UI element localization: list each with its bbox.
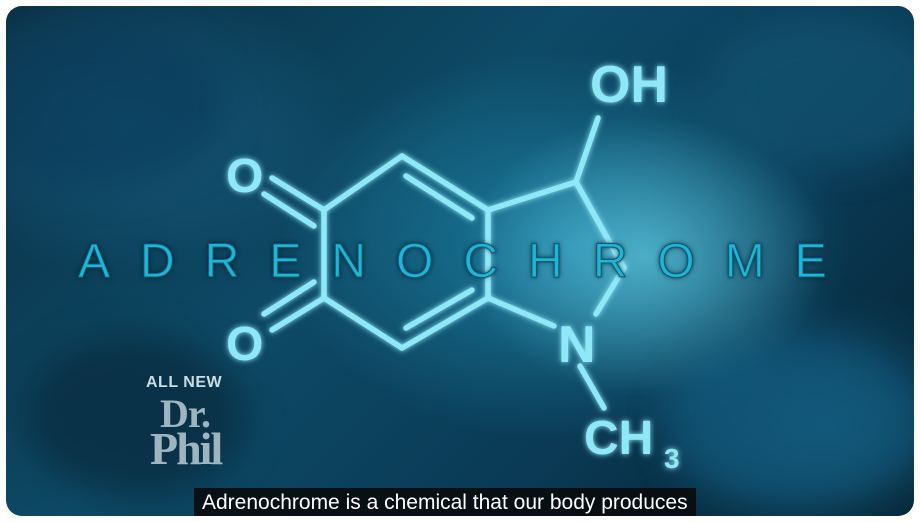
logo-tagline: ALL NEW — [146, 374, 223, 391]
background-cloud — [26, 336, 246, 496]
background-cloud — [6, 26, 226, 186]
adrenochrome-structure-diagram: OH O O N CH 3 — [226, 56, 680, 474]
bond — [573, 115, 601, 185]
bond — [573, 179, 627, 271]
oxygen-bottom-label: O — [226, 318, 263, 371]
adrenochrome-title: ADRENOCHROME — [78, 235, 857, 289]
video-frame[interactable]: OH O O N CH 3 ADRENOCHROME ALL NEW Dr. P… — [6, 6, 914, 516]
oh-label: OH — [590, 56, 668, 114]
logo-dr: Dr. — [160, 391, 211, 436]
methyl-subscript: 3 — [664, 443, 680, 474]
bond — [321, 153, 405, 213]
carbonyl-bond — [261, 191, 317, 229]
dr-phil-logo: ALL NEW Dr. Phil — [146, 374, 256, 484]
bond — [399, 153, 491, 213]
carbonyl-bond — [269, 175, 327, 213]
nitrogen-label: N — [558, 316, 596, 374]
closed-caption: Adrenochrome is a chemical that our body… — [194, 488, 696, 516]
logo-phil: Phil — [150, 423, 223, 474]
bond — [577, 363, 607, 411]
oxygen-top-label: O — [226, 150, 263, 203]
bond — [485, 295, 557, 329]
bond — [485, 179, 579, 213]
carbonyl-bond — [269, 295, 327, 333]
background-cloud — [706, 16, 914, 166]
double-bond — [403, 287, 475, 331]
bond — [399, 295, 491, 351]
methyl-label: CH — [584, 412, 653, 465]
carbonyl-bond — [261, 279, 317, 317]
double-bond — [403, 173, 475, 221]
bond — [321, 295, 405, 351]
background-cloud — [666, 336, 914, 506]
bond — [593, 265, 627, 317]
